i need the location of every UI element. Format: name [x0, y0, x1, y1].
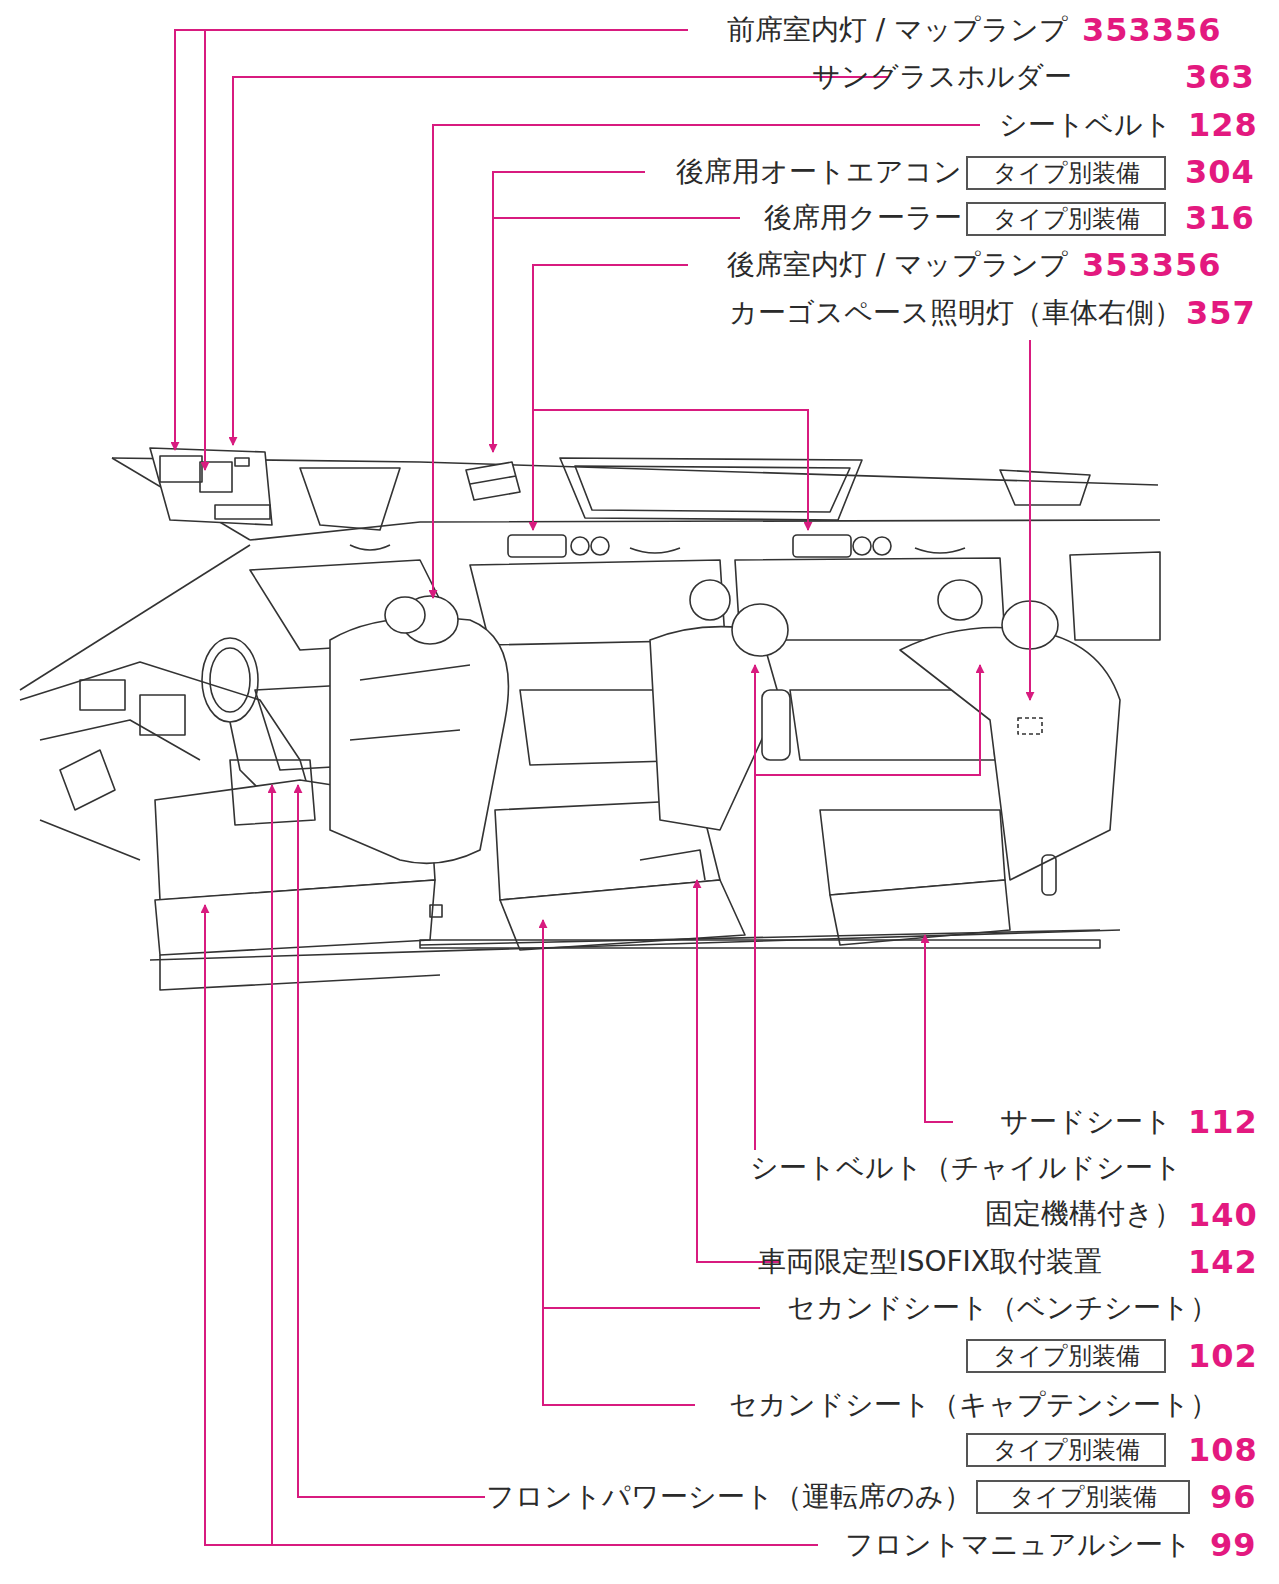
page-number: 112 — [1188, 1099, 1258, 1145]
part-name: シートベルト（チャイルドシート 固定機構付き） — [732, 1145, 1182, 1237]
type-equipment-tag: タイプ別装備 — [993, 1340, 1140, 1372]
part-name: 後席用オートエアコン — [676, 149, 962, 195]
page-number: 363 — [1185, 54, 1255, 100]
part-name: セカンドシート（キャプテンシート） — [729, 1382, 1218, 1428]
part-name: サングラスホルダー — [812, 54, 1072, 100]
part-name: 後席室内灯 / マップランプ — [727, 242, 1068, 288]
type-equipment-box: タイプ別装備 — [966, 1433, 1166, 1467]
type-equipment-tag: タイプ別装備 — [993, 1434, 1140, 1466]
type-equipment-tag: タイプ別装備 — [993, 157, 1140, 189]
part-name: 後席用クーラー — [764, 195, 962, 241]
part-name: フロントパワーシート（運転席のみ） — [486, 1474, 972, 1520]
part-name: 車両限定型ISOFIX取付装置 — [758, 1239, 1102, 1285]
part-name: 前席室内灯 / マップランプ — [727, 7, 1068, 53]
part-name: シートベルト — [999, 102, 1172, 148]
page-number: 108 — [1188, 1427, 1258, 1473]
type-equipment-box: タイプ別装備 — [966, 156, 1166, 190]
part-name: サードシート — [1000, 1099, 1172, 1145]
type-equipment-tag: タイプ別装備 — [1010, 1481, 1157, 1513]
type-equipment-box: タイプ別装備 — [966, 202, 1166, 236]
type-equipment-box: タイプ別装備 — [976, 1480, 1190, 1514]
page-number: 140 — [1188, 1192, 1258, 1238]
page-number: 102 — [1188, 1333, 1258, 1379]
type-equipment-tag: タイプ別装備 — [993, 203, 1140, 235]
page-number: 128 — [1188, 102, 1258, 148]
page-number: 316 — [1185, 195, 1255, 241]
page-number: 142 — [1188, 1239, 1258, 1285]
page-number: 353356 — [1082, 242, 1222, 288]
page-number: 96 — [1210, 1474, 1257, 1520]
car-outline — [20, 448, 1160, 990]
part-name: カーゴスペース照明灯（車体右側） — [729, 290, 1182, 336]
page-number: 357 — [1186, 290, 1256, 336]
page-number: 353356 — [1082, 7, 1222, 53]
type-equipment-box: タイプ別装備 — [966, 1339, 1166, 1373]
page-number: 304 — [1185, 149, 1255, 195]
part-name: セカンドシート（ベンチシート） — [787, 1285, 1218, 1331]
page-number: 99 — [1210, 1522, 1257, 1568]
part-name: フロントマニュアルシート — [845, 1522, 1192, 1568]
